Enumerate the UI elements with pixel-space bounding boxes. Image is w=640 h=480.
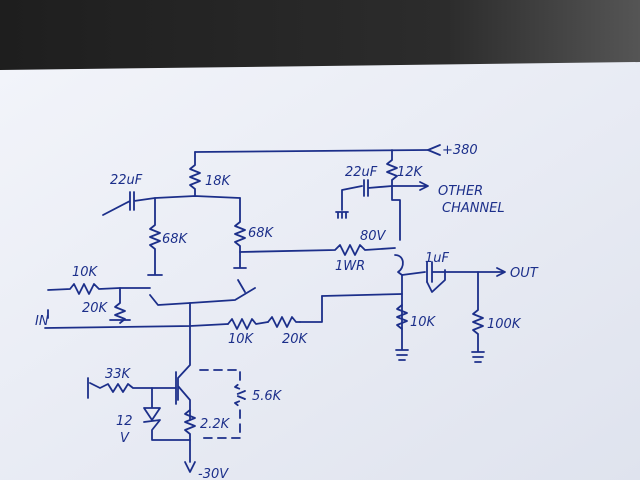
- cap-label-top-left: 22uF: [110, 173, 143, 188]
- resistor-label-5-6k: 5.6K: [252, 389, 283, 404]
- resistor-label-10k-input: 10K: [72, 265, 99, 280]
- resistor-label-68k-right: 68K: [248, 226, 275, 241]
- output-label: OUT: [510, 266, 539, 281]
- resistor-label-33k: 33K: [105, 367, 132, 382]
- cap-label-top-right: 22uF: [345, 165, 378, 180]
- other-channel-label: OTHER: [438, 184, 483, 199]
- resistor-label-68k-left: 68K: [162, 232, 189, 247]
- resistor-label-100k: 100K: [487, 317, 522, 332]
- supply-label-positive: +380: [442, 143, 478, 158]
- resistor-label-20k-input: 20K: [82, 301, 109, 316]
- zener-label-12: 12: [116, 414, 133, 429]
- cap-label-output: 1uF: [425, 251, 450, 266]
- resistor-label-2-2k: 2.2K: [200, 417, 231, 432]
- resistor-label-12k: 12K: [397, 165, 424, 180]
- voltage-label-80v: 80V: [360, 229, 387, 244]
- input-label: IN: [35, 314, 49, 329]
- resistor-label-10k-mid: 10K: [228, 332, 255, 347]
- zener-label-v: V: [120, 431, 130, 446]
- resistor-label-1w: 1WR: [335, 259, 365, 274]
- paper-sheet: [0, 62, 640, 480]
- supply-label-negative: -30V: [198, 467, 229, 480]
- resistor-label-18k: 18K: [205, 174, 232, 189]
- circuit-wiring: [44, 144, 506, 473]
- resistor-label-20k-mid: 20K: [282, 332, 309, 347]
- resistor-label-10k-cathode: 10K: [410, 315, 437, 330]
- other-channel-label-2: CHANNEL: [442, 201, 505, 216]
